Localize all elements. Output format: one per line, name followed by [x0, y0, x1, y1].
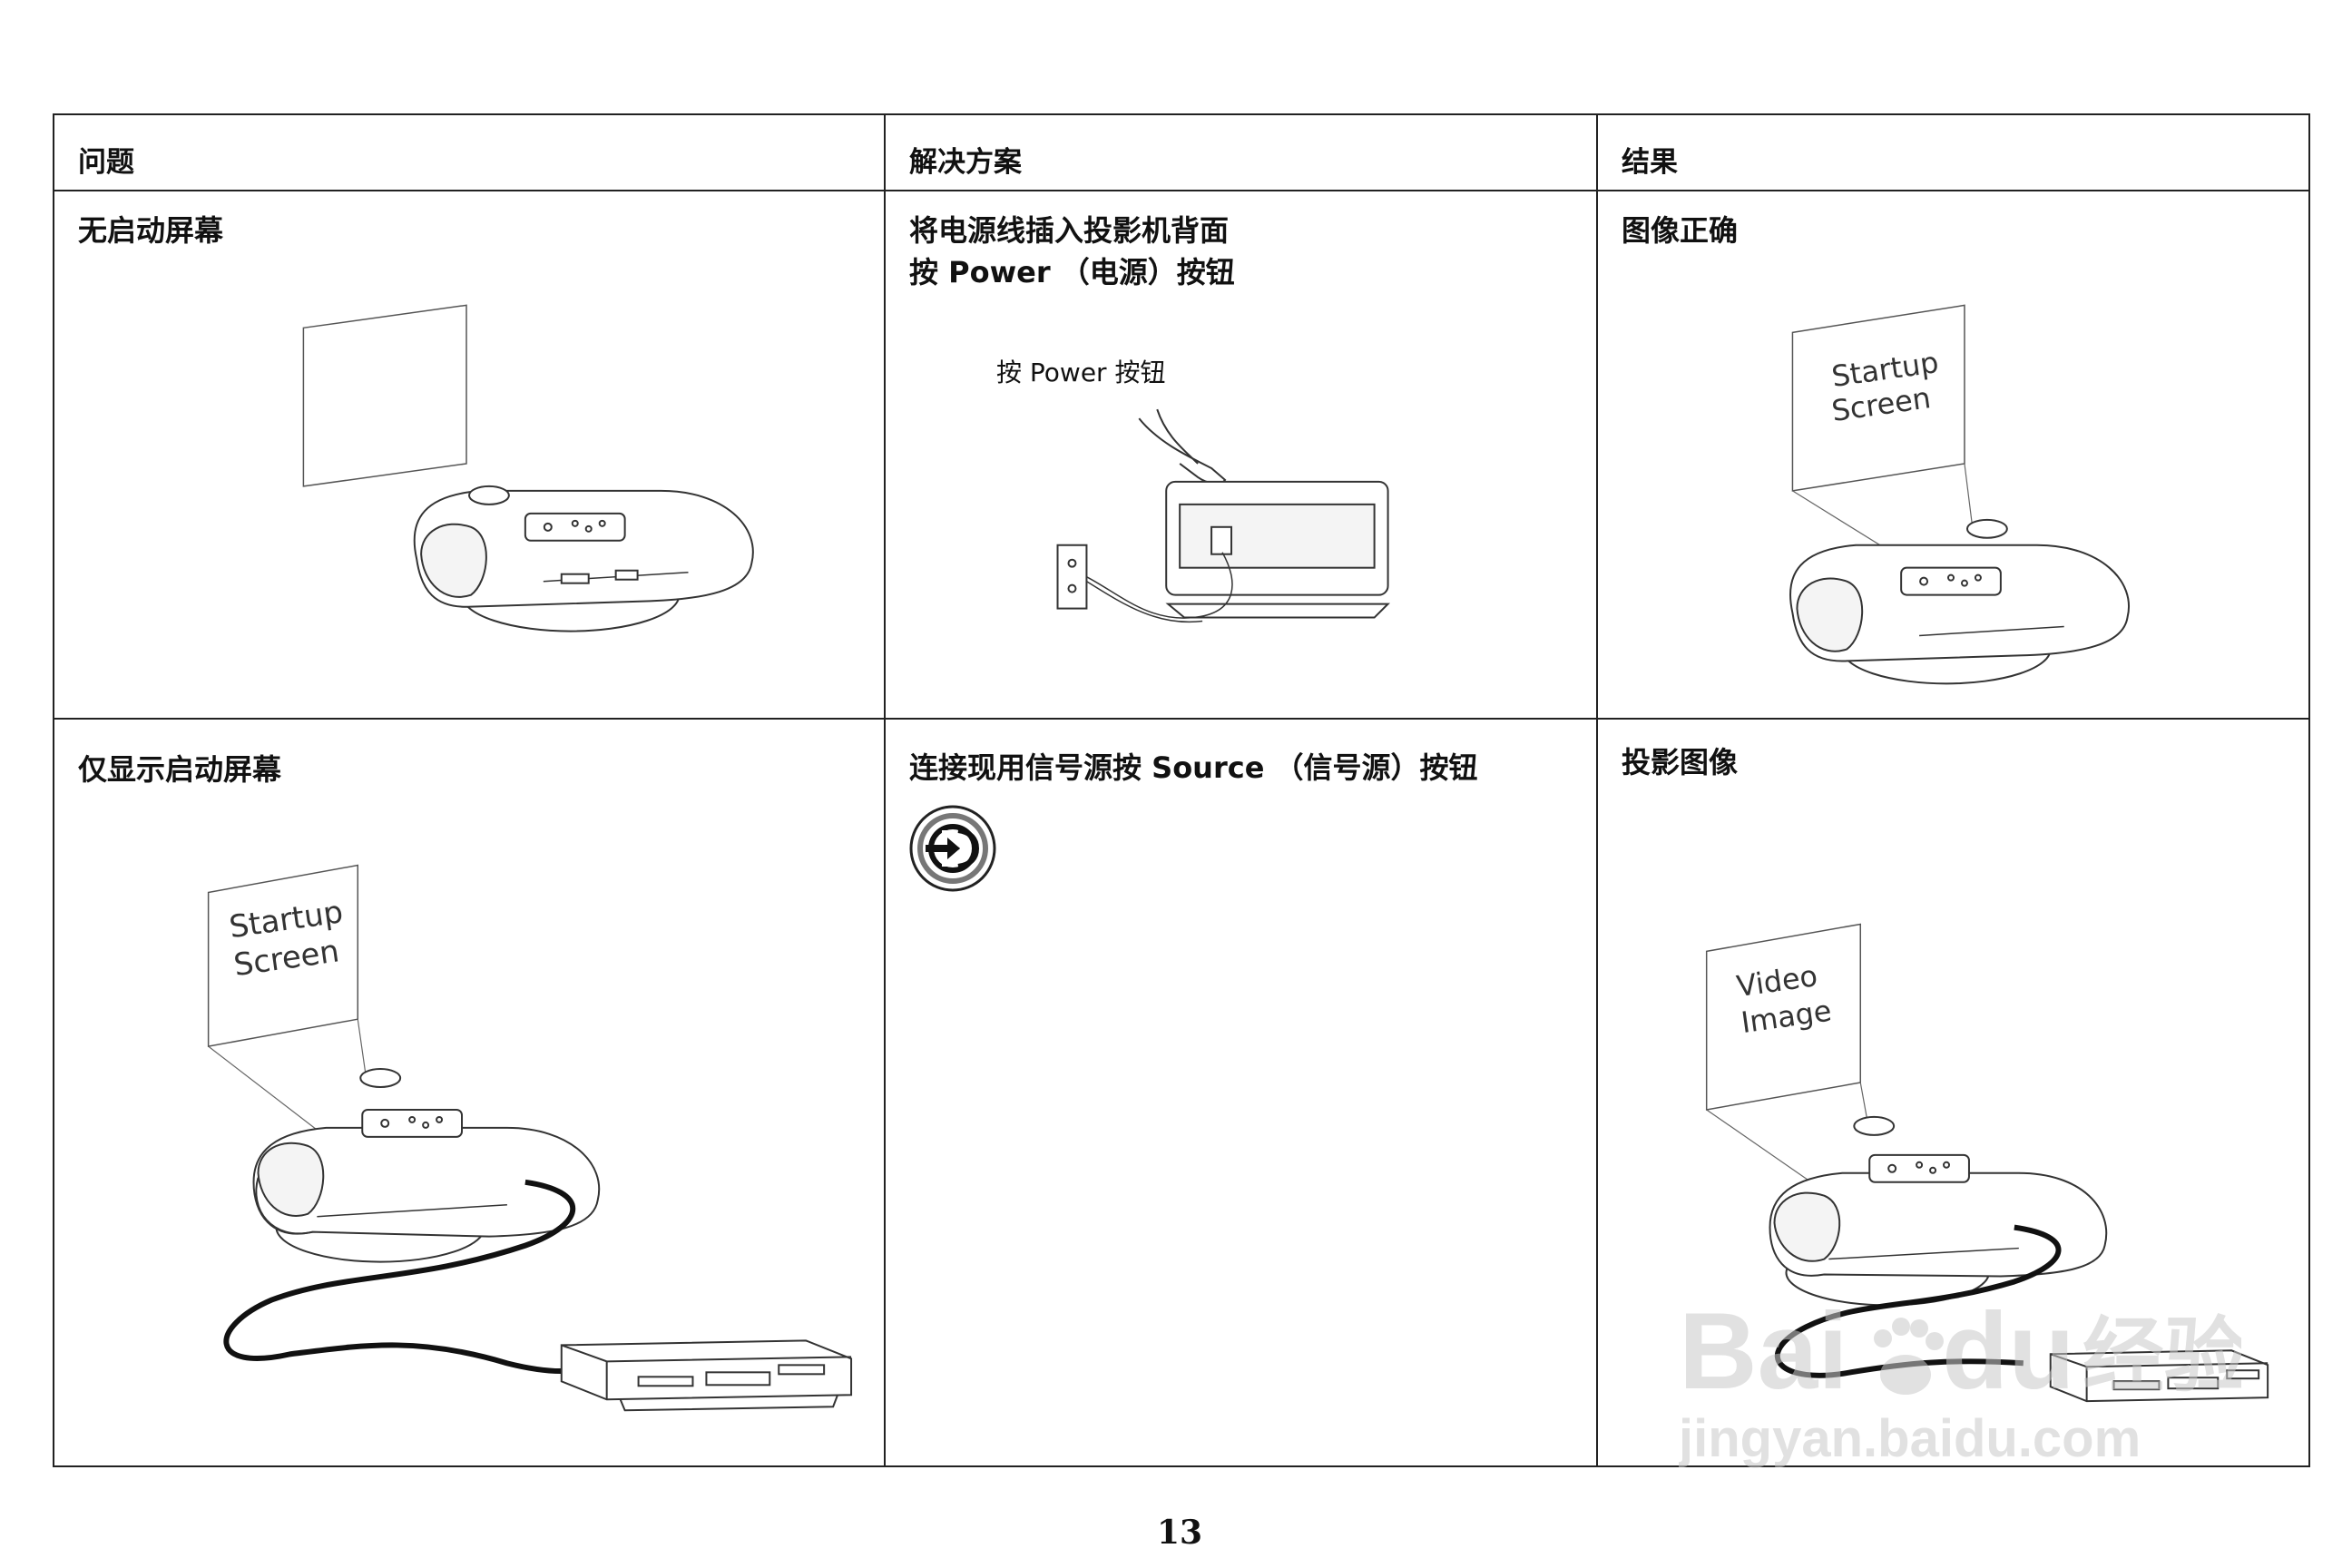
table-row: 无启动屏幕 将电源线插入投影机背面 按 Power （电源）按钮 [53, 190, 2310, 720]
solution-text: 连接现用信号源按 Source （信号源）按钮 [909, 747, 1478, 789]
header-problem: 问题 [53, 113, 886, 191]
projector-blank-screen-illustration [302, 304, 754, 632]
power-cord-illustration [1056, 408, 1390, 623]
projector-startup-screen-illustration: Startup Screen [1789, 304, 2130, 685]
solution-cell: 将电源线插入投影机背面 按 Power （电源）按钮 按 Power 按钮 [884, 190, 1598, 720]
page-number: 13 [1156, 1514, 1203, 1552]
problem-cell: 无启动屏幕 [53, 190, 886, 720]
projector-drawing [1769, 1115, 2108, 1307]
result-cell: 投影图像 Video Image [1596, 718, 2310, 1467]
solution-line-1: 将电源线插入投影机背面 [909, 213, 1230, 248]
projector-drawing [252, 1068, 601, 1263]
result-text: 图像正确 [1622, 213, 1739, 248]
projector-drawing [1789, 518, 2130, 685]
projector-drawing [413, 485, 754, 632]
source-button-icon [909, 805, 996, 892]
problem-cell: 仅显示启动屏幕 Startup Screen [53, 718, 886, 1467]
header-row: 问题 解决方案 结果 [53, 113, 2310, 191]
projector-vcr-video-illustration: Video Image [1705, 923, 2269, 1403]
vcr-drawing [2049, 1349, 2269, 1403]
paw-logo-icon [1874, 1318, 1944, 1395]
vcr-drawing [560, 1339, 853, 1412]
solution-text: 将电源线插入投影机背面 按 Power （电源）按钮 [909, 210, 1235, 293]
solution-line-1: 连接现用信号源按 Source （信号源）按钮 [909, 750, 1478, 785]
result-cell: 图像正确 Startup Screen [1596, 190, 2310, 720]
solution-cell: 连接现用信号源按 Source （信号源）按钮 [884, 718, 1598, 1467]
baidu-jingyan-watermark: Bai du 经验 jingyan.baidu.com [1679, 1290, 2241, 1468]
watermark-brand: Bai [1679, 1290, 1848, 1412]
header-result: 结果 [1596, 113, 2310, 191]
result-text: 投影图像 [1622, 745, 1739, 779]
problem-text: 无启动屏幕 [78, 213, 224, 248]
watermark-brand-tail: du [1942, 1290, 2075, 1412]
watermark-cn: 经验 [2082, 1311, 2241, 1402]
solution-line-2: 按 Power （电源）按钮 [909, 255, 1235, 289]
troubleshooting-table: 问题 解决方案 结果 无启动屏幕 [53, 113, 2310, 1467]
watermark-url: jingyan.baidu.com [1679, 1409, 2141, 1468]
power-caption: 按 Power 按钮 [996, 358, 1166, 387]
projector-vcr-startup-illustration: Startup Screen [207, 864, 853, 1412]
table-row: 仅显示启动屏幕 Startup Screen [53, 718, 2310, 1467]
header-solution: 解决方案 [884, 113, 1598, 191]
problem-text: 仅显示启动屏幕 [78, 752, 282, 787]
